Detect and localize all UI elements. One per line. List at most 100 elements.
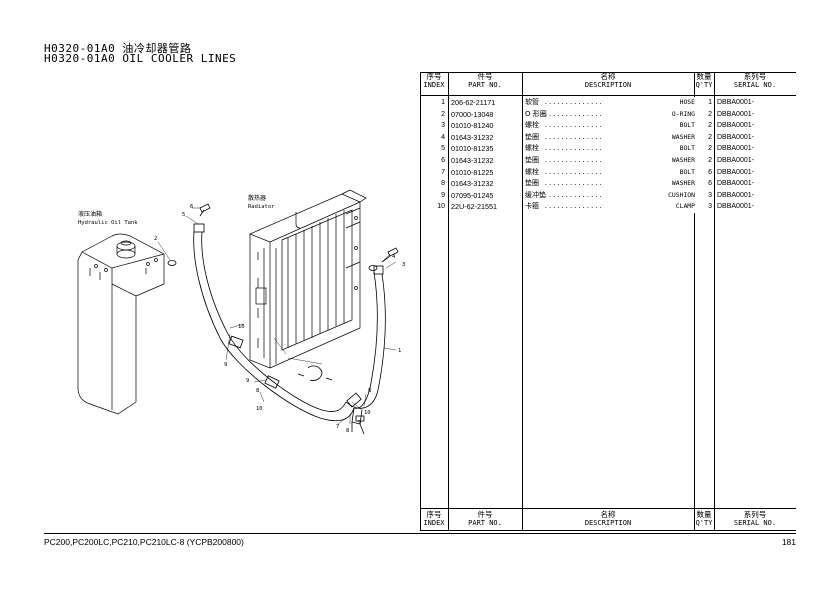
row-desc-en: BOLT xyxy=(602,143,695,155)
callout-4: 4 xyxy=(392,254,396,260)
callout-9c: 9 xyxy=(246,378,249,384)
row-desc-cn: 垫圈 xyxy=(525,156,539,164)
callout-1: 1 xyxy=(398,348,401,354)
row-desc-en: WASHER xyxy=(602,155,695,167)
hose-drawing xyxy=(167,203,399,435)
row-serial: DBBA0001- xyxy=(717,99,754,106)
row-index: 2 xyxy=(441,110,445,118)
header-qty: 数量 Q'TY xyxy=(695,72,713,90)
row-part-no: 01010-81240 xyxy=(451,121,494,131)
row-serial: DBBA0001- xyxy=(717,133,754,141)
tank-label-en: Hydraulic Oil Tank xyxy=(78,220,138,226)
callout-leaders xyxy=(157,207,397,425)
row-serial: DBBA0001- xyxy=(717,122,754,130)
row-desc-cn: O 形圈 xyxy=(525,109,547,118)
table-row: ........................................… xyxy=(420,201,796,213)
callout-8c: 8 xyxy=(346,428,349,434)
row-qty: 3 xyxy=(708,191,712,199)
callout-10a: 10 xyxy=(238,324,245,330)
table-row: ........................................… xyxy=(420,166,796,179)
row-desc-en: O-RING xyxy=(602,108,695,121)
row-qty: 2 xyxy=(708,133,712,141)
page-title-cn: H0320-01A0 油冷却器管路 xyxy=(44,42,192,55)
row-qty: 2 xyxy=(708,122,712,130)
page-title-en: H0320-01A0 OIL COOLER LINES xyxy=(44,52,237,65)
row-part-no: 206-62-21171 xyxy=(451,98,496,107)
row-desc-en: WASHER xyxy=(602,131,695,144)
callout-3: 3 xyxy=(402,262,405,268)
row-desc-en: CUSHION xyxy=(602,189,695,202)
callout-7: 7 xyxy=(336,424,339,430)
tank-label-cn: 液压油箱 xyxy=(78,210,102,218)
footer-description: 名称 DESCRIPTION xyxy=(584,510,632,528)
row-qty: 3 xyxy=(708,203,712,211)
callout-9b: 9 xyxy=(358,420,361,426)
footer-serial-no: 系列号 SERIAL NO. xyxy=(733,510,777,528)
radiator-drawing xyxy=(249,189,367,369)
header-part-no: 件号 PART NO. xyxy=(468,72,502,90)
radiator-label-en: Radiator xyxy=(248,204,275,210)
row-desc-en: CLAMP xyxy=(602,201,695,213)
row-serial: DBBA0001- xyxy=(717,180,754,188)
row-desc-en: BOLT xyxy=(602,120,695,132)
row-desc-cn: 螺栓 xyxy=(525,121,539,130)
model-list: PC200,PC200LC,PC210,PC210LC-8 (YCPB20080… xyxy=(44,537,244,547)
footer-rule xyxy=(44,533,796,534)
radiator-label-cn: 散热器 xyxy=(248,194,266,202)
callout-8a: 8 xyxy=(368,388,371,394)
row-desc-cn: 垫圈 xyxy=(525,179,539,188)
row-part-no: 22U-62-21551 xyxy=(451,202,497,212)
row-part-no: 01010-81235 xyxy=(451,144,494,154)
table-row: ........................................… xyxy=(420,155,796,167)
header-index: 序号 INDEX xyxy=(423,72,445,90)
callout-10c: 10 xyxy=(364,410,371,416)
parts-table: 序号 INDEX 件号 PART NO. 名称 DESCRIPTION 数量 Q… xyxy=(420,72,796,531)
row-index: 9 xyxy=(441,191,445,199)
row-part-no: 07000-13048 xyxy=(451,109,494,119)
row-qty: 2 xyxy=(708,145,712,153)
header-serial-no: 系列号 SERIAL NO. xyxy=(733,72,777,90)
row-qty: 2 xyxy=(708,157,712,164)
row-index: 7 xyxy=(441,168,445,176)
footer-index: 序号 INDEX xyxy=(423,510,445,528)
row-desc-en: HOSE xyxy=(602,97,695,109)
row-index: 1 xyxy=(441,99,445,106)
footer-part-no: 件号 PART NO. xyxy=(468,510,502,528)
row-qty: 6 xyxy=(708,168,712,176)
row-part-no: 01643-31232 xyxy=(451,179,494,189)
row-qty: 6 xyxy=(708,180,712,188)
row-desc-cn: 缓冲垫 xyxy=(525,190,546,199)
callout-10b: 10 xyxy=(256,406,263,412)
row-serial: DBBA0001- xyxy=(717,157,754,164)
row-serial: DBBA0001- xyxy=(717,168,754,176)
table-row: ........................................… xyxy=(420,131,796,144)
row-desc-en: BOLT xyxy=(602,166,695,179)
row-part-no: 01010-81225 xyxy=(451,167,494,177)
callout-6: 6 xyxy=(190,204,193,210)
row-index: 10 xyxy=(437,203,445,211)
oil-cooler-lines-diagram: 液压油箱 Hydraulic Oil Tank 散热器 Radiator 1 2… xyxy=(77,189,405,435)
row-part-no: 07095-01245 xyxy=(451,190,494,200)
row-desc-cn: 垫圈 xyxy=(525,132,539,141)
row-desc-cn: 软管 xyxy=(525,98,539,106)
row-qty: 2 xyxy=(708,110,712,118)
callout-5: 5 xyxy=(182,212,185,218)
row-index: 5 xyxy=(441,145,445,153)
row-index: 3 xyxy=(441,122,445,130)
table-row: ........................................… xyxy=(420,97,796,109)
row-serial: DBBA0001- xyxy=(717,145,754,153)
callout-8b: 8 xyxy=(256,388,259,394)
row-index: 8 xyxy=(441,180,445,188)
row-serial: DBBA0001- xyxy=(717,110,754,118)
footer-qty: 数量 Q'TY xyxy=(695,510,713,528)
row-part-no: 01643-31232 xyxy=(451,132,494,142)
row-index: 4 xyxy=(441,133,445,141)
row-serial: DBBA0001- xyxy=(717,191,754,199)
callout-2: 2 xyxy=(154,236,157,242)
row-desc-cn: 卡箍 xyxy=(525,202,539,211)
row-index: 6 xyxy=(441,157,445,164)
page-number: 181 xyxy=(781,537,796,547)
table-row: ........................................… xyxy=(420,178,796,190)
table-row: ........................................… xyxy=(420,189,796,202)
table-row: ........................................… xyxy=(420,120,796,132)
